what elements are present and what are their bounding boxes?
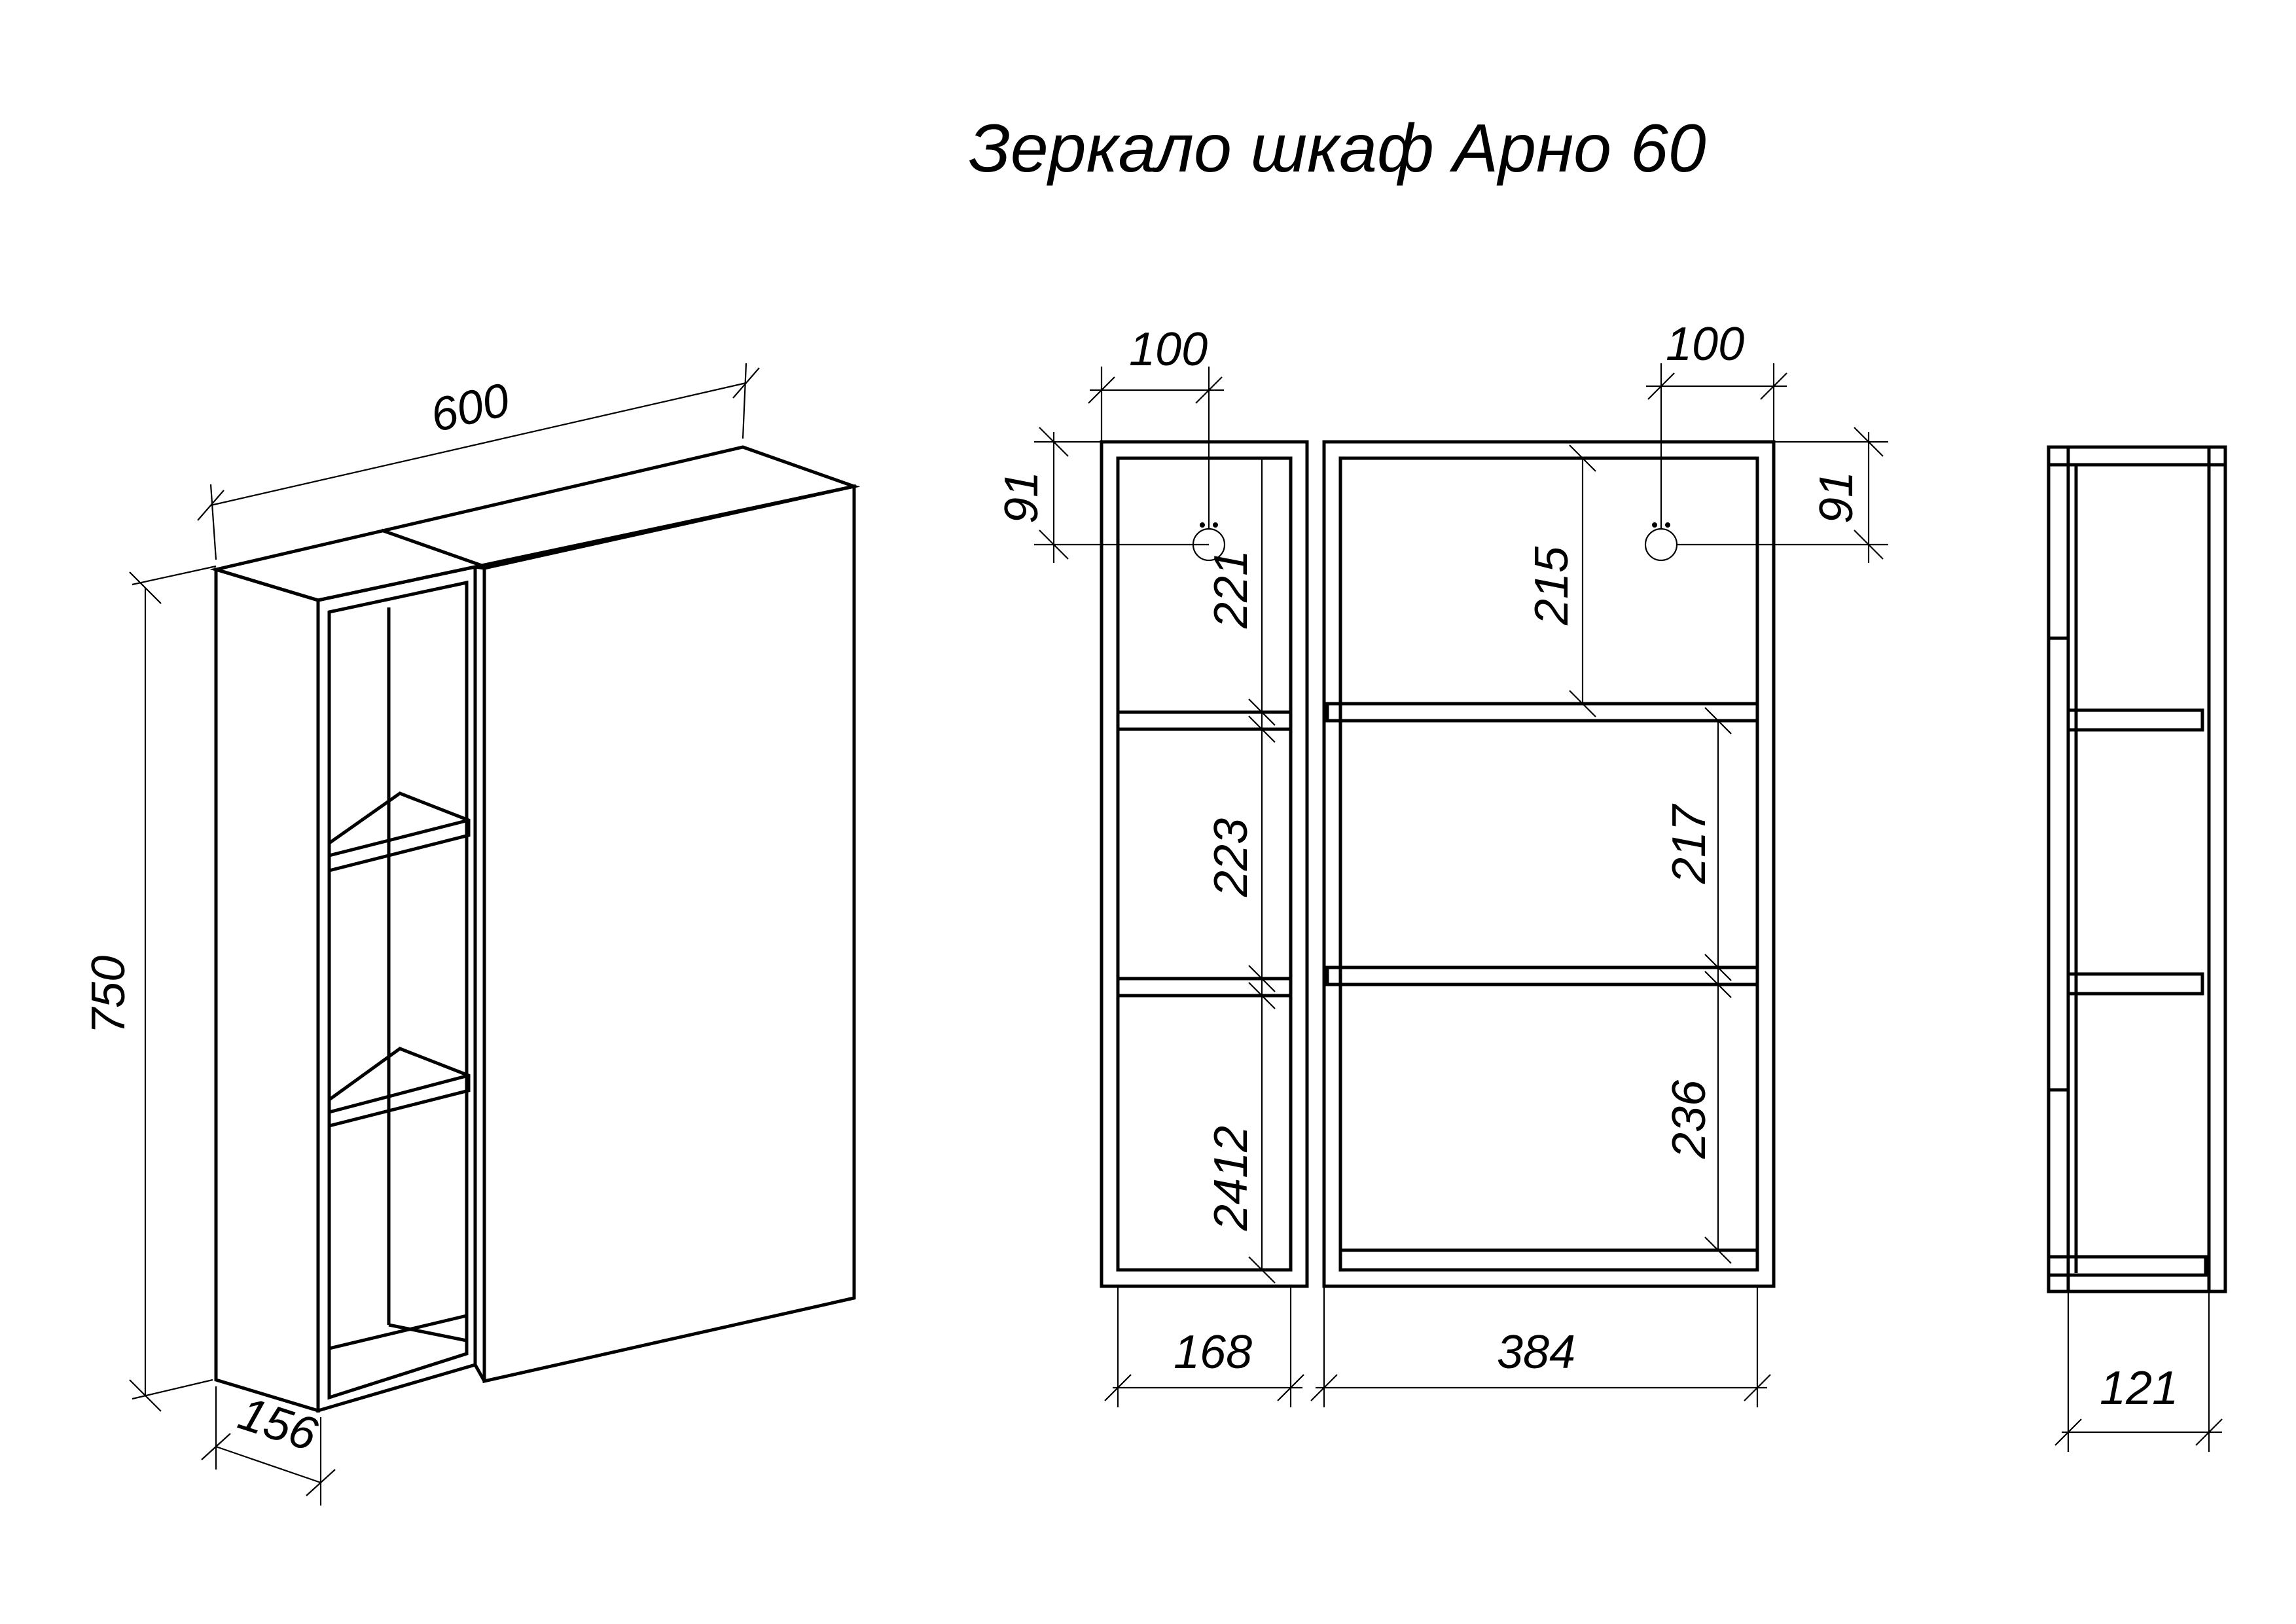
dim-left-tick-3 (1248, 965, 1276, 992)
dim-600-tick-right (732, 367, 760, 399)
iso-shelf-1-front (329, 818, 469, 857)
dim-600-tick-left (197, 490, 224, 521)
dim-91-left-tick-top (1039, 427, 1069, 457)
dim-156-tick-right (306, 1469, 336, 1496)
front-view: 100 100 91 91 221 223 2412 (996, 318, 1888, 1407)
dim-right-top-tick-a (1569, 444, 1596, 472)
dim-right-top-tick-b (1569, 690, 1596, 717)
dim-right-tick-4 (1704, 1236, 1732, 1264)
dim-91-right-label: 91 (1810, 471, 1863, 524)
dim-100-left-label: 100 (1129, 323, 1208, 376)
dim-156-line (215, 1445, 321, 1484)
dim-left-tick-4 (1248, 982, 1276, 1009)
dim-750-tick-top (129, 571, 162, 604)
dim-91-left-tick-bottom (1039, 530, 1069, 560)
dim-384-tick-a (1310, 1374, 1338, 1401)
iso-shelf-2-front (329, 1074, 469, 1114)
iso-shelf-1 (327, 791, 471, 873)
dim-100-left-tick-b (1195, 376, 1223, 404)
iso-shelf-2 (327, 1047, 471, 1128)
isometric-view: 600 750 156 (82, 363, 861, 1506)
dim-91-left-label: 91 (996, 471, 1048, 524)
front-right-outer (1322, 440, 1776, 1288)
dim-100-left-tick-a (1088, 376, 1115, 404)
iso-mirror-door (482, 484, 856, 1384)
dim-168-tick-a (1104, 1374, 1132, 1401)
dim-right-tick-3 (1704, 971, 1732, 998)
dim-91-right-tick-bottom (1854, 530, 1884, 560)
dim-left-bottom-label: 2412 (1205, 1126, 1257, 1231)
iso-door-gap (475, 565, 485, 570)
dim-right-tick-2 (1704, 954, 1732, 981)
iso-shelf-frame-outer (316, 564, 477, 1413)
side-shelf-2 (2066, 972, 2204, 996)
dim-right-bottom-label: 236 (1663, 1079, 1715, 1159)
dim-right-middle-label: 217 (1663, 803, 1715, 884)
dim-left-top-label: 221 (1205, 550, 1257, 629)
front-left-outer (1100, 440, 1309, 1288)
front-left-inner (1116, 456, 1293, 1272)
front-right-shelf-2 (1325, 965, 1759, 986)
dim-600-label: 600 (426, 374, 514, 442)
dim-91-right-tick-top (1854, 427, 1884, 457)
front-left-shelf-1 (1116, 710, 1293, 731)
iso-top-surface (209, 445, 861, 602)
dim-750-ext-bottom (132, 1379, 213, 1400)
dim-left-tick-5 (1248, 1256, 1276, 1284)
dim-600-ext-right (742, 363, 747, 439)
dim-121-tick-a (2054, 1418, 2082, 1446)
side-outer (2047, 445, 2227, 1293)
iso-shelf-frame-inner (327, 580, 469, 1400)
dim-384-label: 384 (1497, 1326, 1575, 1379)
iso-top-divider (381, 528, 486, 569)
front-right-shelf-1 (1325, 702, 1759, 723)
iso-bottom-back (388, 1323, 467, 1343)
side-shelf-1 (2066, 708, 2204, 732)
dim-100-right-label: 100 (1666, 318, 1744, 370)
dim-750-tick-bottom (129, 1379, 162, 1412)
dim-right-tick-1 (1704, 707, 1732, 734)
iso-bottom-shelf (329, 1314, 467, 1350)
drawing-title: Зеркало шкаф Арно 60 (969, 111, 1706, 187)
dim-121-label: 121 (2100, 1362, 2178, 1415)
dim-156-label: 156 (232, 1387, 324, 1462)
dim-168-tick-b (1277, 1374, 1304, 1401)
dim-left-tick-2 (1248, 715, 1276, 743)
dim-100-right-tick-b (1760, 372, 1787, 400)
front-right-inner (1338, 456, 1759, 1272)
dim-left-middle-label: 223 (1205, 818, 1257, 897)
dim-750-ext-top (132, 565, 217, 586)
dim-121-tick-b (2195, 1418, 2223, 1446)
iso-door-gap-bottom (473, 1363, 486, 1382)
dim-left-tick-1 (1248, 698, 1276, 726)
dim-168-label: 168 (1174, 1326, 1252, 1379)
dim-750-label: 750 (82, 956, 135, 1034)
dim-156-tick-left (201, 1433, 231, 1460)
front-left-shelf-2 (1116, 977, 1293, 998)
dim-right-top-label: 215 (1526, 546, 1578, 626)
dim-100-right-tick-a (1647, 372, 1675, 400)
dim-600-line (210, 382, 747, 507)
dim-384-tick-b (1744, 1374, 1771, 1401)
side-bottom-panel (2047, 1255, 2208, 1277)
side-view: 121 (2047, 445, 2227, 1452)
dim-600-ext-left (209, 484, 217, 560)
iso-side-panel (214, 567, 320, 1413)
